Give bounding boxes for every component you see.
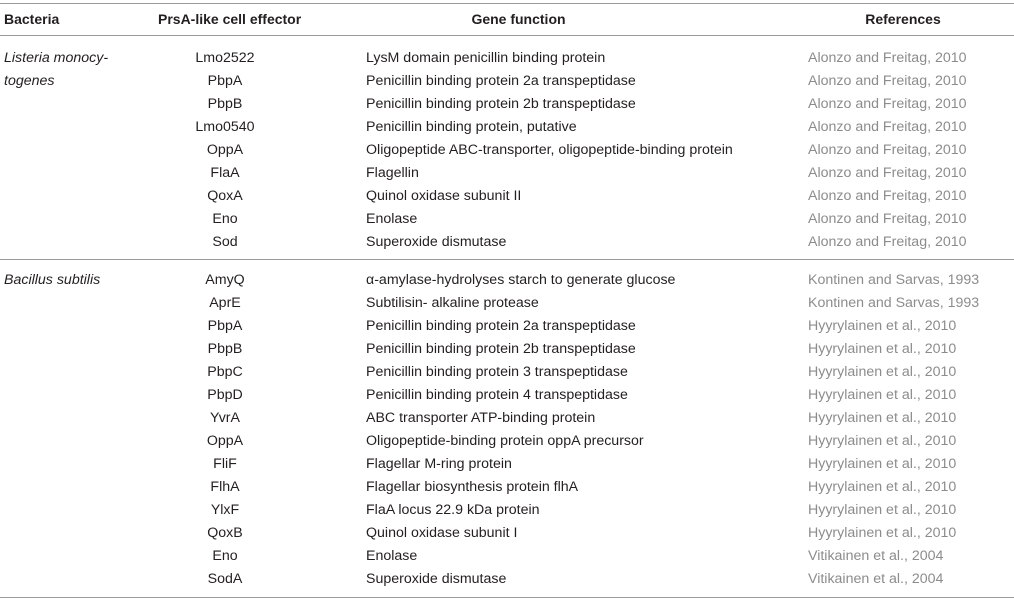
- reference-cell: Hyyrylainen et al., 2010: [808, 433, 957, 449]
- header-function: Gene function: [471, 11, 566, 27]
- effector-cell: PbpA: [207, 318, 243, 334]
- reference-cell: Alonzo and Freitag, 2010: [808, 234, 967, 250]
- reference-cell: Hyyrylainen et al., 2010: [808, 364, 957, 380]
- reference-cell: Alonzo and Freitag, 2010: [808, 119, 967, 135]
- effector-cell: OppA: [206, 142, 244, 158]
- top-rule: [0, 3, 1014, 4]
- reference-cell: Kontinen and Sarvas, 1993: [808, 295, 980, 311]
- function-cell: ABC transporter ATP-binding protein: [366, 410, 596, 426]
- reference-cell: Vitikainen et al., 2004: [808, 571, 944, 587]
- effector-cell: QoxB: [207, 525, 243, 541]
- reference-cell: Alonzo and Freitag, 2010: [808, 142, 967, 158]
- effector-cell: AprE: [209, 295, 241, 311]
- reference-cell: Kontinen and Sarvas, 1993: [808, 272, 980, 288]
- reference-cell: Hyyrylainen et al., 2010: [808, 479, 957, 495]
- function-cell: Flagellar M-ring protein: [366, 456, 512, 472]
- function-cell: Superoxide dismutase: [366, 571, 507, 587]
- bottom-rule: [0, 597, 1014, 598]
- header-rule: [0, 35, 1014, 36]
- effector-cell: PbpC: [207, 364, 243, 380]
- effector-cell: Sod: [212, 234, 238, 250]
- effector-cell: YvrA: [210, 410, 240, 426]
- effector-cell: PbpD: [207, 387, 243, 403]
- reference-cell: Hyyrylainen et al., 2010: [808, 318, 957, 334]
- function-cell: Oligopeptide ABC-transporter, oligopepti…: [366, 142, 733, 158]
- function-cell: Penicillin binding protein 2a transpepti…: [366, 318, 636, 334]
- reference-cell: Alonzo and Freitag, 2010: [808, 50, 967, 66]
- effector-cell: PbpB: [207, 96, 243, 112]
- function-cell: Enolase: [366, 211, 418, 227]
- header-bacteria: Bacteria: [4, 11, 60, 27]
- function-cell: Oligopeptide-binding protein oppA precur…: [366, 433, 644, 449]
- effector-cell: FlhA: [210, 479, 240, 495]
- effector-cell: QoxA: [207, 188, 243, 204]
- effector-cell: PbpA: [207, 73, 243, 89]
- reference-cell: Hyyrylainen et al., 2010: [808, 387, 957, 403]
- function-cell: Penicillin binding protein 4 transpeptid…: [366, 387, 628, 403]
- function-cell: Penicillin binding protein 2b transpepti…: [366, 96, 636, 112]
- header-references: References: [865, 11, 941, 27]
- bacteria-name-line2: togenes: [4, 73, 55, 89]
- function-cell: Penicillin binding protein 2a transpepti…: [366, 73, 636, 89]
- effector-cell: FlaA: [210, 165, 240, 181]
- reference-cell: Hyyrylainen et al., 2010: [808, 502, 957, 518]
- function-cell: Enolase: [366, 548, 418, 564]
- header-effector: PrsA-like cell effector: [158, 11, 302, 27]
- reference-cell: Alonzo and Freitag, 2010: [808, 96, 967, 112]
- effector-cell: FliF: [213, 456, 237, 472]
- reference-cell: Alonzo and Freitag, 2010: [808, 211, 967, 227]
- effector-cell: Eno: [212, 548, 238, 564]
- reference-cell: Vitikainen et al., 2004: [808, 548, 944, 564]
- effector-cell: PbpB: [207, 341, 243, 357]
- function-cell: Quinol oxidase subunit I: [366, 525, 518, 541]
- effector-cell: SodA: [207, 571, 243, 587]
- effector-cell: AmyQ: [205, 272, 245, 288]
- effector-cell: Lmo0540: [195, 119, 255, 135]
- function-cell: Flagellin: [366, 165, 419, 181]
- bacteria-name: Bacillus subtilis: [4, 269, 134, 292]
- function-cell: α-amylase-hydrolyses starch to generate …: [366, 272, 676, 288]
- reference-cell: Hyyrylainen et al., 2010: [808, 410, 957, 426]
- function-cell: Penicillin binding protein, putative: [366, 119, 577, 135]
- bacteria-name-line1: Listeria monocy-: [4, 50, 109, 66]
- reference-cell: Hyyrylainen et al., 2010: [808, 456, 957, 472]
- reference-cell: Alonzo and Freitag, 2010: [808, 188, 967, 204]
- bacteria-name: Listeria monocy- togenes: [4, 47, 134, 93]
- function-cell: Quinol oxidase subunit II: [366, 188, 522, 204]
- function-cell: Flagellar biosynthesis protein flhA: [366, 479, 579, 495]
- effector-cell: YlxF: [210, 502, 240, 518]
- reference-cell: Alonzo and Freitag, 2010: [808, 165, 967, 181]
- effector-cell: Lmo2522: [195, 50, 255, 66]
- bacteria-name-line1: Bacillus subtilis: [4, 272, 101, 288]
- group-divider-rule: [0, 259, 1014, 260]
- function-cell: Penicillin binding protein 3 transpeptid…: [366, 364, 628, 380]
- function-cell: LysM domain penicillin binding protein: [366, 50, 606, 66]
- function-cell: Superoxide dismutase: [366, 234, 507, 250]
- effector-cell: Eno: [212, 211, 238, 227]
- function-cell: Subtilisin- alkaline protease: [366, 295, 539, 311]
- function-cell: FlaA locus 22.9 kDa protein: [366, 502, 540, 518]
- reference-cell: Alonzo and Freitag, 2010: [808, 73, 967, 89]
- reference-cell: Hyyrylainen et al., 2010: [808, 341, 957, 357]
- reference-cell: Hyyrylainen et al., 2010: [808, 525, 957, 541]
- function-cell: Penicillin binding protein 2b transpepti…: [366, 341, 636, 357]
- effector-cell: OppA: [206, 433, 244, 449]
